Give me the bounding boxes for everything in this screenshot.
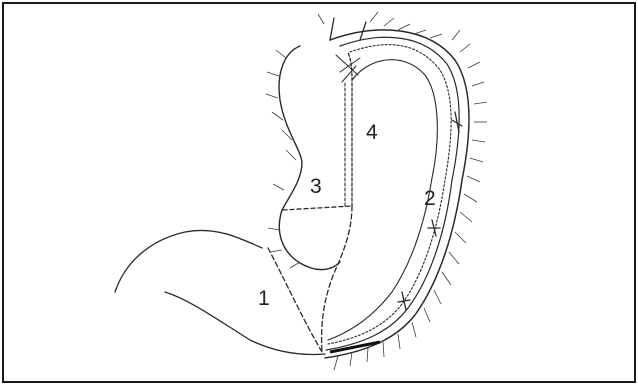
transection-line [283, 206, 352, 210]
duodenum-outline [115, 230, 262, 292]
duodenum-lower-outline [165, 292, 325, 354]
omentum-hatching [266, 12, 487, 370]
cardia-stitch [336, 55, 360, 82]
esophagus-left [330, 18, 334, 40]
greater-curvature-outer [325, 30, 469, 358]
greater-curvature-mid [326, 37, 459, 350]
label-1: 1 [258, 287, 270, 310]
label-2: 2 [424, 187, 436, 210]
lumen-wall [328, 60, 437, 340]
label-3: 3 [310, 175, 322, 198]
staple-line-left [268, 248, 322, 352]
suture-1 [452, 112, 462, 132]
stomach-remnant-outline [279, 46, 340, 270]
label-4: 4 [366, 121, 378, 144]
staple-line [322, 206, 352, 352]
